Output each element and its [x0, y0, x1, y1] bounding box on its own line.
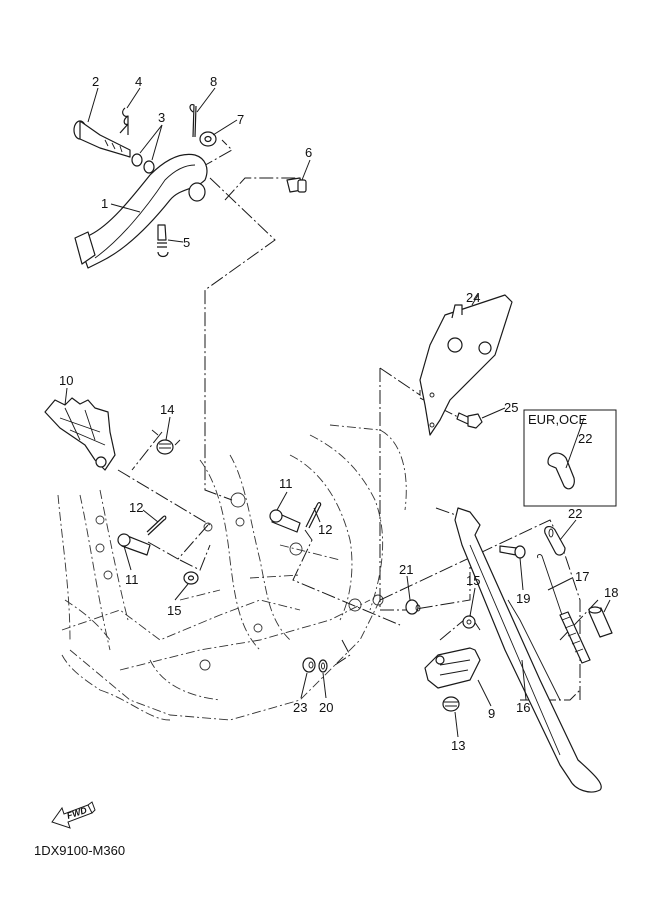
part-8-cotter-pin[interactable]: [189, 103, 197, 138]
callout-8: 8: [210, 74, 217, 89]
callout-6: 6: [305, 145, 312, 160]
callout-leaders: [64, 87, 611, 738]
callout-23: 23: [293, 700, 307, 715]
callout-1: 1: [101, 196, 108, 211]
part-4-clip[interactable]: [119, 107, 129, 135]
part-12-cotter-pin-right[interactable]: [305, 502, 322, 529]
part-11-pin-left[interactable]: [117, 533, 151, 556]
callout-17: 17: [575, 569, 589, 584]
part-25-bolt[interactable]: [456, 412, 483, 429]
part-13-spring[interactable]: [442, 696, 460, 712]
part-18-collar[interactable]: [588, 606, 613, 638]
part-2-pedal-shaft[interactable]: [73, 120, 131, 158]
part-10-footrest-left[interactable]: [44, 397, 116, 471]
callout-16: 16: [516, 700, 530, 715]
part-14-spring[interactable]: [151, 429, 181, 455]
part-6-pin[interactable]: [286, 177, 307, 193]
callout-9: 9: [488, 706, 495, 721]
callout-22-box: 22: [578, 431, 592, 446]
callout-10: 10: [59, 373, 73, 388]
part-16-sidestand[interactable]: [454, 507, 602, 793]
part-5-spring[interactable]: [157, 224, 169, 258]
callout-12-left: 12: [129, 500, 143, 515]
callout-14: 14: [160, 402, 174, 417]
fwd-arrow-icon: FWD: [51, 801, 96, 829]
part-12-cotter-pin-left[interactable]: [146, 515, 167, 536]
part-7-washer[interactable]: [199, 131, 217, 147]
part-15-washer-left[interactable]: [183, 571, 199, 585]
diagram-code: 1DX9100-M360: [34, 843, 125, 858]
callout-20: 20: [319, 700, 333, 715]
callout-11-right: 11: [279, 476, 293, 491]
frame-outline: [57, 424, 407, 721]
callout-4: 4: [135, 74, 142, 89]
part-20-washer[interactable]: [318, 659, 328, 673]
callout-24: 24: [466, 290, 480, 305]
callout-12-right: 12: [318, 522, 332, 537]
part-21-nut[interactable]: [405, 599, 421, 615]
part-9-footrest-right[interactable]: [424, 647, 481, 689]
part-22-bracket[interactable]: [544, 526, 566, 556]
callout-15-left: 15: [167, 603, 181, 618]
part-23-nut[interactable]: [302, 657, 316, 673]
callout-3: 3: [158, 110, 165, 125]
callout-22: 22: [568, 506, 582, 521]
callout-2: 2: [92, 74, 99, 89]
part-1-brake-pedal[interactable]: [74, 153, 208, 269]
callout-19: 19: [516, 591, 530, 606]
callout-13: 13: [451, 738, 465, 753]
region-label-eur-oce: EUR,OCE: [528, 412, 588, 427]
callout-7: 7: [237, 112, 244, 127]
callout-25: 25: [504, 400, 518, 415]
callout-11-left: 11: [125, 572, 139, 587]
callout-15-right: 15: [466, 573, 480, 588]
part-19-bolt[interactable]: [499, 545, 526, 559]
callout-labels: 2 4 3 8 7 6 1 5 10 14 12 11 15 11 12 24 …: [59, 74, 618, 753]
part-15-washer-right[interactable]: [462, 615, 476, 629]
part-17-spring[interactable]: [537, 554, 591, 664]
callout-21: 21: [399, 562, 413, 577]
part-24-plate[interactable]: [419, 294, 513, 436]
part-11-pin-right[interactable]: [269, 509, 301, 533]
callout-18: 18: [604, 585, 618, 600]
callout-5: 5: [183, 235, 190, 250]
part-3-o-rings[interactable]: [131, 153, 155, 174]
